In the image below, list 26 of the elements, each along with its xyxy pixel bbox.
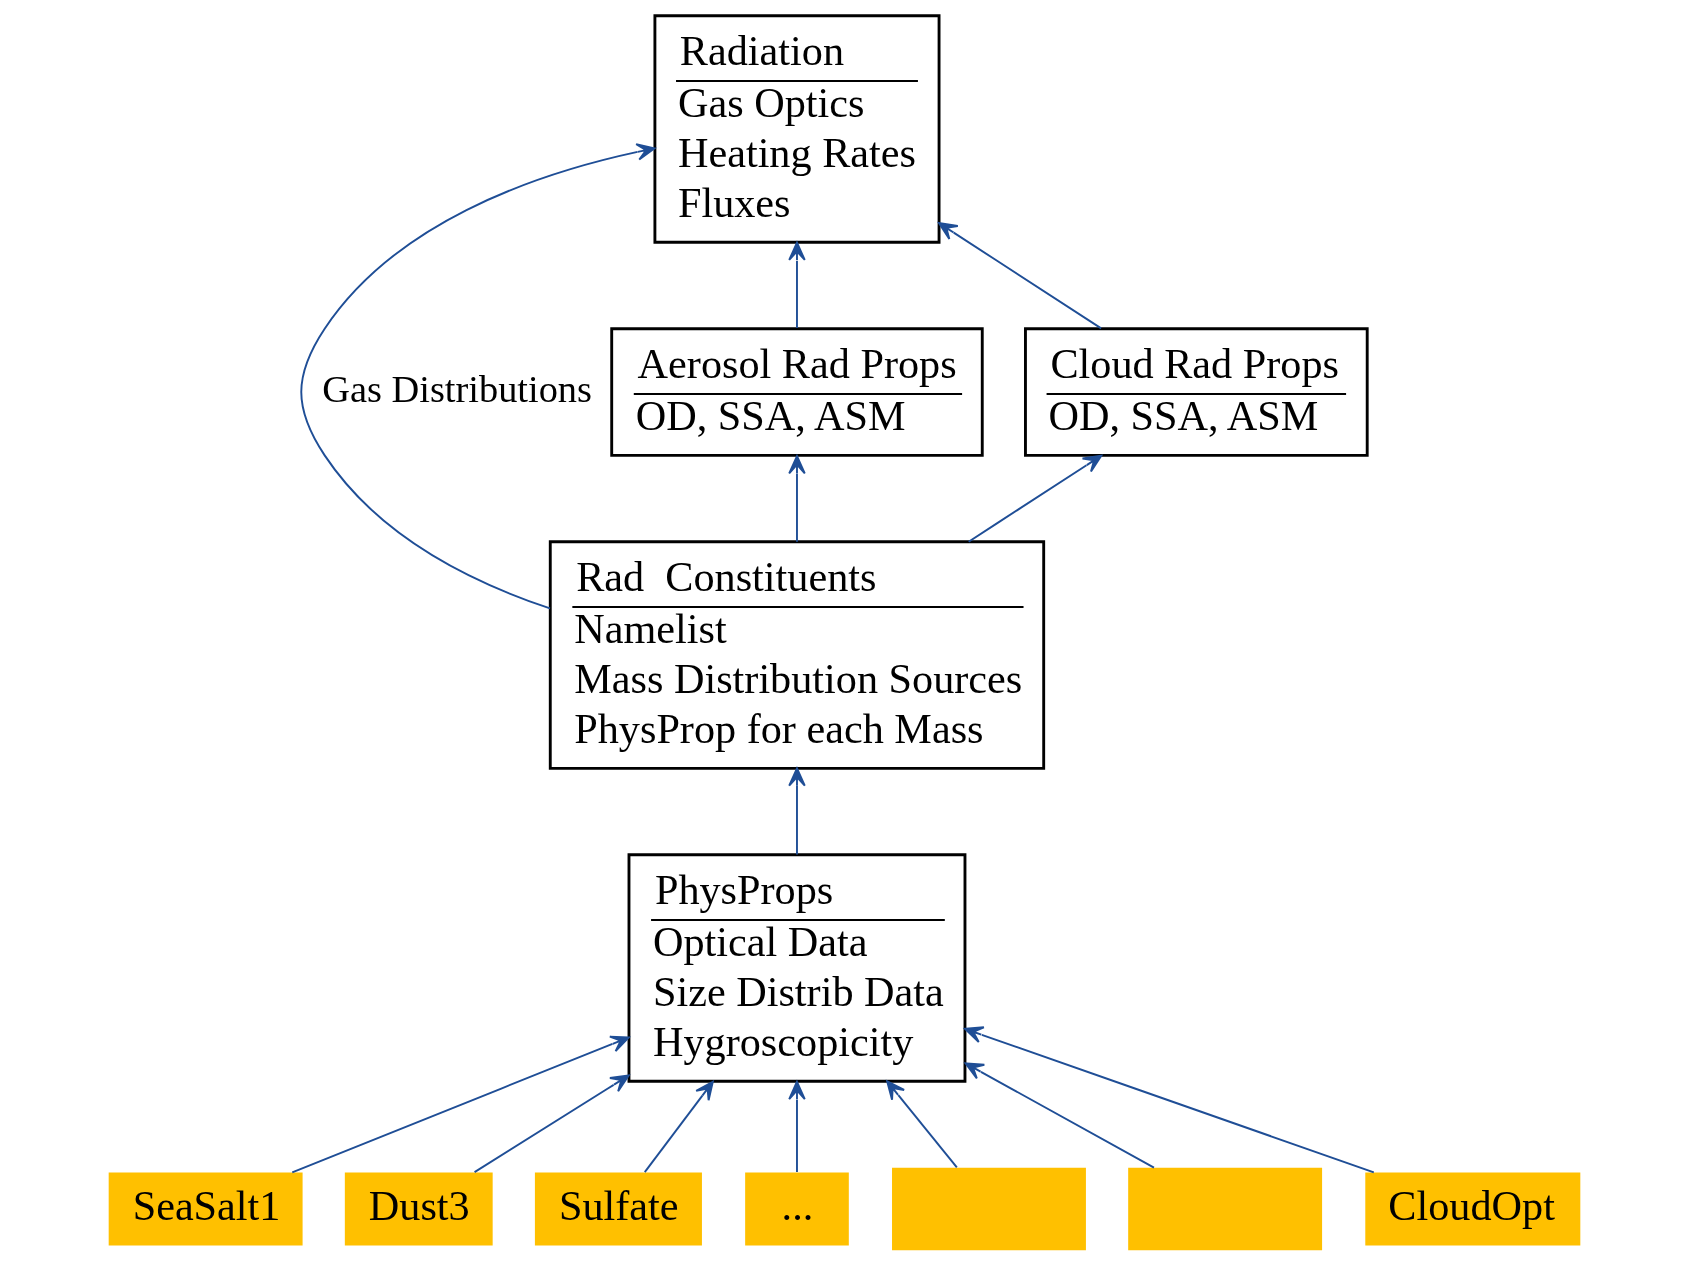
node-box xyxy=(1127,1167,1322,1251)
arrow xyxy=(967,454,1102,543)
node-box: Rad Constituents Namelist Mass Distribution Sources PhysProp for each Mass xyxy=(548,540,1045,770)
node-box xyxy=(891,1167,1086,1251)
node-box: Dust3 xyxy=(344,1172,493,1246)
arrow xyxy=(885,1080,958,1169)
arrow xyxy=(964,1062,1155,1169)
arrow xyxy=(299,143,656,610)
arrow xyxy=(937,222,1102,330)
node-box: Cloud Rad Props OD, SSA, ASM xyxy=(1023,327,1369,457)
arrow xyxy=(290,1035,630,1174)
node-box: Sulfate xyxy=(534,1172,702,1246)
arrow xyxy=(787,767,806,856)
arrow xyxy=(787,241,806,329)
arrow xyxy=(473,1074,630,1174)
arrow xyxy=(787,1080,806,1174)
node-box: Radiation Gas Optics Heating Rates Fluxes xyxy=(652,14,940,244)
node-box: Aerosol Rad Props OD, SSA, ASM xyxy=(609,327,984,457)
arrow xyxy=(787,455,806,543)
arrow xyxy=(963,1026,1375,1174)
edge-label: Gas Distributions xyxy=(321,367,592,410)
node-box: PhysProps Optical Data Size Distrib Data Hygroscopicity xyxy=(627,853,966,1083)
node-box: ... xyxy=(744,1172,849,1246)
node-box: CloudOpt xyxy=(1364,1172,1580,1246)
node-box: SeaSalt1 xyxy=(108,1172,303,1246)
arrow xyxy=(643,1080,714,1174)
